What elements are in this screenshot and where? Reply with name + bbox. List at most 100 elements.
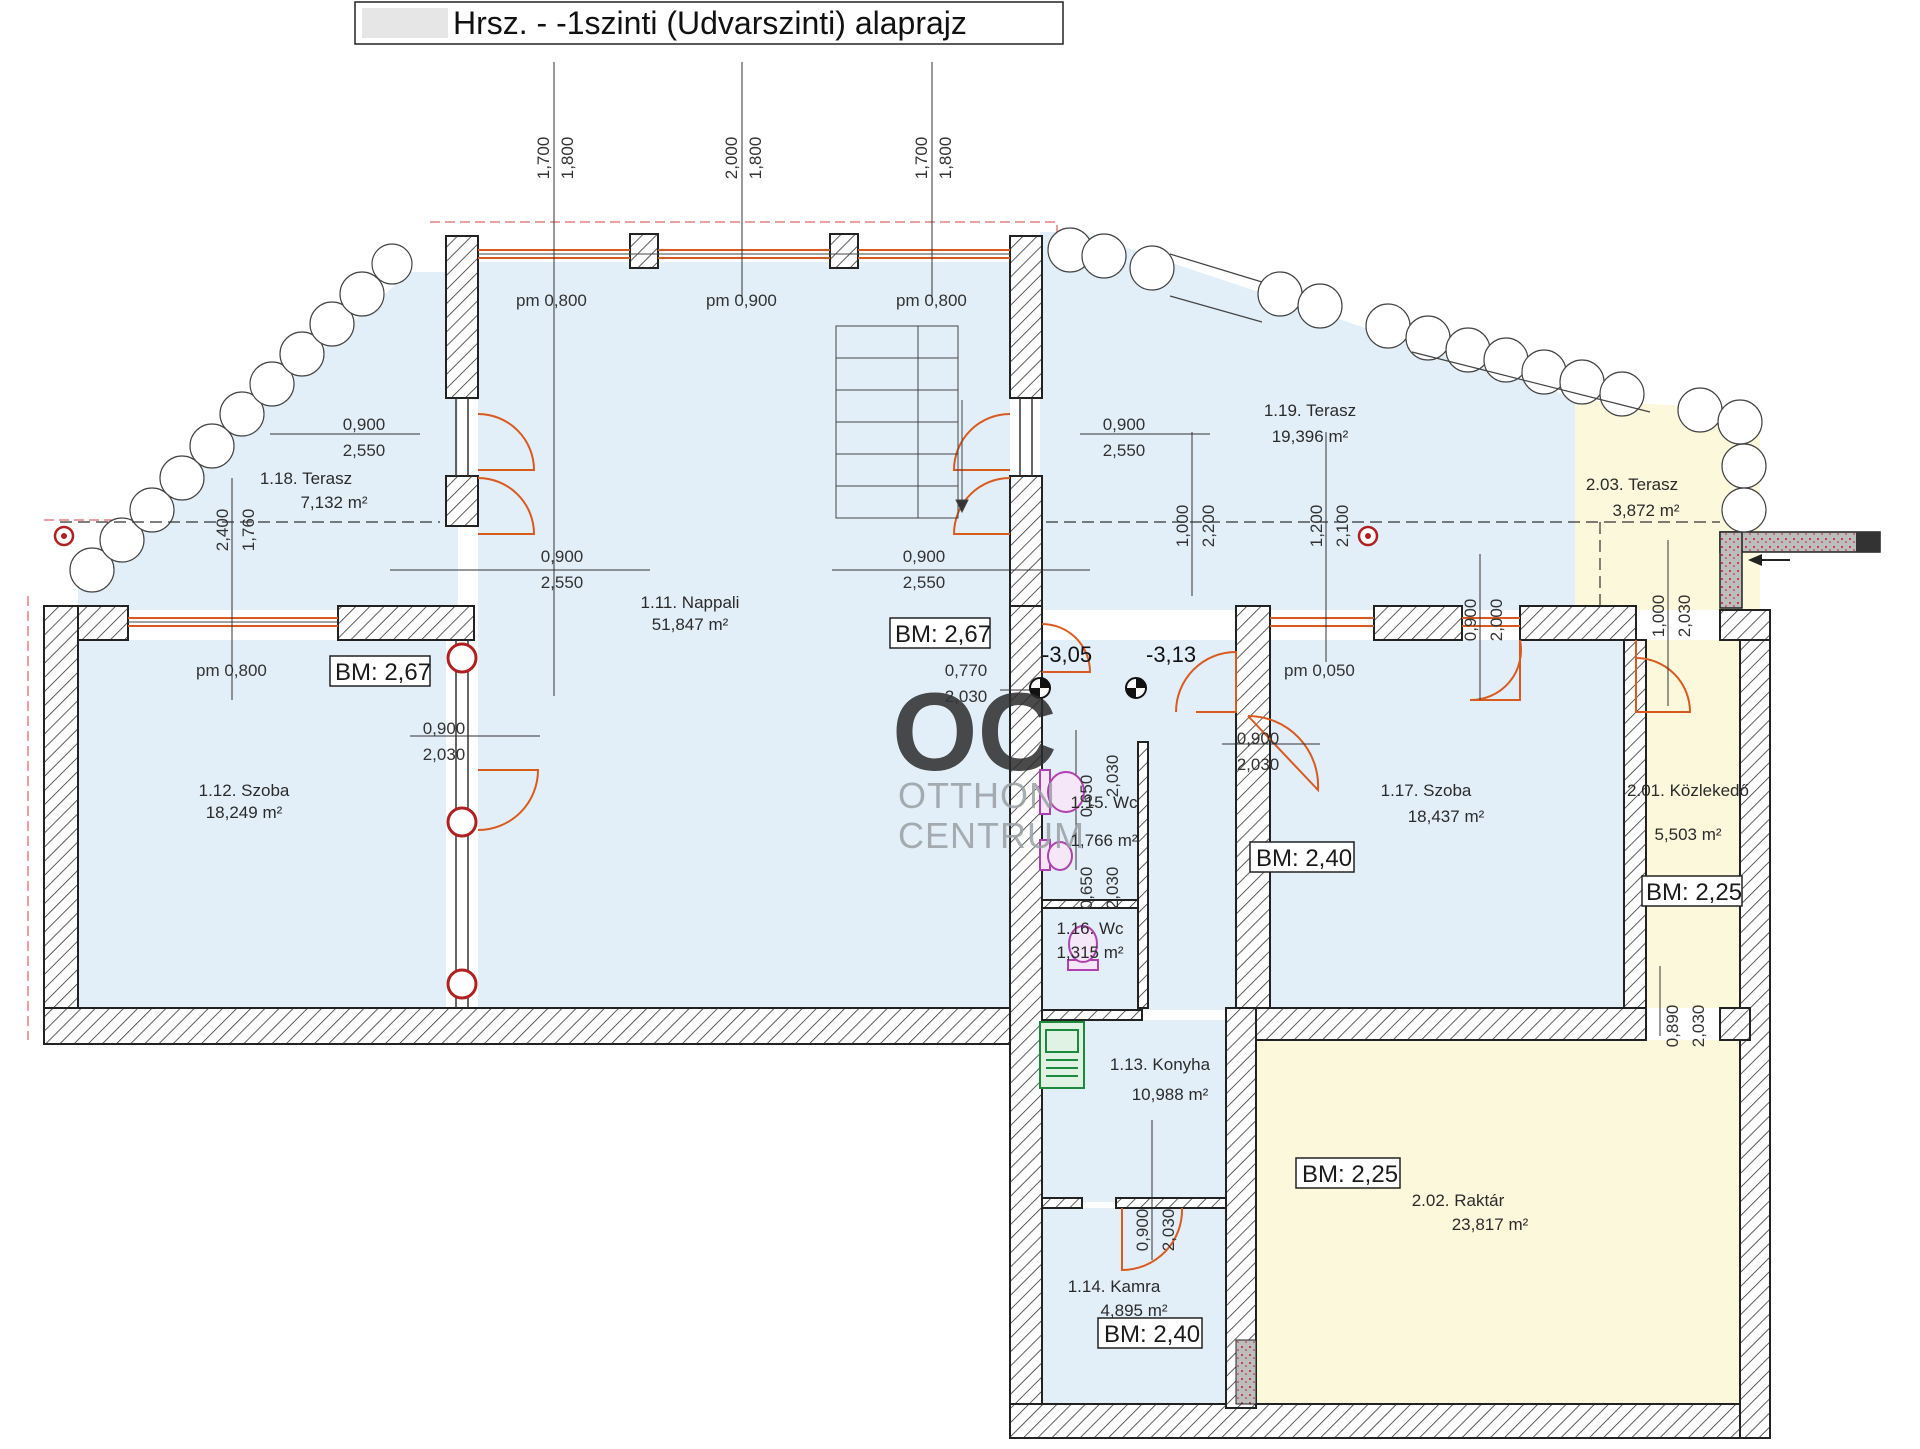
door-dim-2-h: 2,550 [541,573,584,592]
door-dim-2-w: 0,900 [541,547,584,566]
bm-kamra: BM: 2,40 [1104,1321,1200,1348]
plan-title: Hrsz. - -1szinti (Udvarszinti) alaprajz [453,5,967,41]
win-dim-4b: 2,000 [1487,599,1506,642]
bm-szoba-117: BM: 2,40 [1256,845,1352,872]
terrace-203-fill [1575,400,1760,610]
room-112-name: 1.12. Szoba [199,781,290,800]
door-dim-9-w: 0,650 [1077,867,1096,910]
door-arc-5 [477,769,540,831]
door-dim-7-w: 0,900 [1237,729,1280,748]
bm-kozlekedo: BM: 2,25 [1646,879,1742,906]
door-arc-7 [1175,650,1237,713]
door-dim-8-h: 2,030 [1103,755,1122,798]
win-dim-4a: 0,900 [1461,599,1480,642]
parapet-4: pm 0,800 [196,661,267,680]
bm-raktar: BM: 2,25 [1302,1161,1398,1188]
room-117-area: 18,437 m² [1408,807,1485,826]
pantry-fill [1042,1208,1226,1408]
room-203-name: 2.03. Terasz [1586,475,1678,494]
door-dim-3-w: 0,900 [903,547,946,566]
parapet-1: pm 0,800 [516,291,587,310]
room-202-area: 23,817 m² [1452,1215,1529,1234]
top-dimensions: 1,700 1,800 2,000 1,800 1,700 1,800 [534,137,955,180]
win-dim-1a: 2,400 [213,509,232,552]
room-203-area: 3,872 m² [1612,501,1679,520]
watermark-mark: OC [892,671,1057,794]
structural-accents [1235,531,1881,1405]
dim-top-1a: 1,700 [534,137,553,180]
room-115-area: 1,766 m² [1070,831,1137,850]
redacted-area [362,8,448,38]
sink-icon [1039,1021,1085,1089]
parapet-3: pm 0,800 [896,291,967,310]
stone-edge [69,227,1767,593]
door-dim-10-w: 0,900 [1133,1209,1152,1252]
parapet-2: pm 0,900 [706,291,777,310]
room-116-area: 1,315 m² [1056,943,1123,962]
door-dim-6-h: 2,030 [945,687,988,706]
guide-lines [231,62,1669,1260]
room-113-name: 1.13. Konyha [1110,1055,1211,1074]
staircase [835,325,969,519]
toilet-icon [1039,839,1073,871]
title-block: Hrsz. - -1szinti (Udvarszinti) alaprajz [354,1,1064,45]
dim-top-3b: 1,800 [936,137,955,180]
room-113-area: 10,988 m² [1132,1085,1209,1104]
door-dim-9-h: 2,030 [1103,867,1122,910]
dim-top-1b: 1,800 [558,137,577,180]
watermark-line1: OTTHON [898,775,1056,816]
parapet-5: pm 0,050 [1284,661,1355,680]
dim-top-3a: 1,700 [912,137,931,180]
room-118-area: 7,132 m² [300,493,367,512]
door-dim-4-h: 2,550 [1103,441,1146,460]
window-dimensions: 2,400 1,760 1,000 2,200 1,200 2,100 0,90… [213,505,1694,642]
door-dim-5-h: 2,030 [423,745,466,764]
watermark-line2: CENTRUM [898,815,1085,856]
room-111-area: 51,847 m² [652,615,729,634]
win-dim-3a: 1,200 [1307,505,1326,548]
doors [477,413,1692,1272]
door-arc-1 [477,413,536,471]
watermark: OC OTTHON CENTRUM [892,671,1085,856]
section-markers [53,525,1790,566]
door-dim-3-h: 2,550 [903,573,946,592]
room-202-name: 2.02. Raktár [1412,1191,1505,1210]
ceiling-height-tags: BM: 2,67 BM: 2,67 BM: 2,40 BM: 2,25 BM: … [329,617,1743,1349]
door-dim-6-w: 0,770 [945,661,988,680]
columns [446,642,478,1000]
toilet-icon [1039,769,1085,815]
dim-top-2b: 1,800 [746,137,765,180]
level-label-1: -3,05 [1042,642,1092,667]
door-arc-2 [477,477,536,535]
room-111-name: 1.11. Nappali [641,593,740,612]
door-dim-7-h: 2,030 [1237,755,1280,774]
win-dim-2a: 1,000 [1173,505,1192,548]
door-dim-10-h: 2,030 [1159,1209,1178,1252]
parapet-labels: pm 0,800 pm 0,900 pm 0,800 pm 0,800 pm 0… [196,291,1355,680]
door-arc-9 [1469,639,1522,702]
storage-fill [1256,1040,1740,1408]
door-dim-11-w: 0,890 [1663,1005,1682,1048]
room-labels: 1.11. Nappali 51,847 m² 1.12. Szoba 18,2… [199,401,1749,1320]
bm-szoba-112: BM: 2,67 [335,659,431,686]
dim-top-2a: 2,000 [722,137,741,180]
terrace-118-fill [78,272,458,610]
level-labels: -3,05 -3,13 [1042,642,1196,667]
door-dim-8-w: 0,650 [1077,775,1096,818]
bm-nappali: BM: 2,67 [895,621,991,648]
room-117-name: 1.17. Szoba [1381,781,1472,800]
door-dim-1-w: 0,900 [343,415,386,434]
room-112-fill [78,640,446,1008]
win-dim-5b: 2,030 [1675,595,1694,638]
section-lines [60,521,1720,610]
window-glazing [128,253,1010,623]
room-112-area: 18,249 m² [206,803,283,822]
door-arc-8 [1247,714,1320,793]
door-dim-1-h: 2,550 [343,441,386,460]
room-119-area: 19,396 m² [1272,427,1349,446]
room-114-name: 1.14. Kamra [1068,1277,1161,1296]
walls [43,233,1771,1439]
door-dimensions: 0,900 2,550 0,900 2,550 0,900 2,550 0,90… [343,415,1708,1251]
door-dim-4-w: 0,900 [1103,415,1146,434]
door-arc-4 [952,477,1011,535]
